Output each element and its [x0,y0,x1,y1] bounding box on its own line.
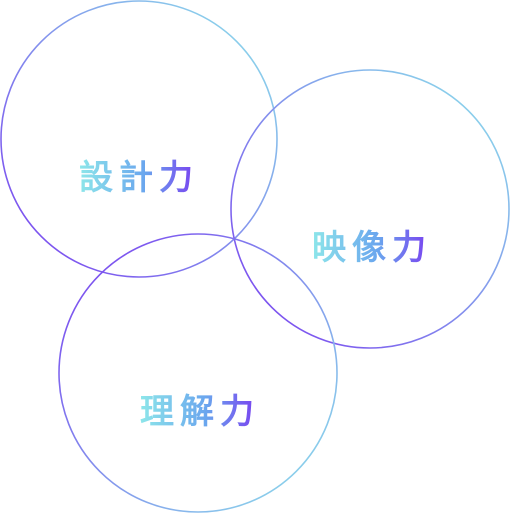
label-design: 設計力 [79,158,199,198]
circle-design [0,0,278,278]
label-understanding: 理解力 [140,392,260,432]
circle-understanding [58,233,338,513]
circle-visual [230,69,510,349]
label-visual: 映像力 [312,228,432,268]
